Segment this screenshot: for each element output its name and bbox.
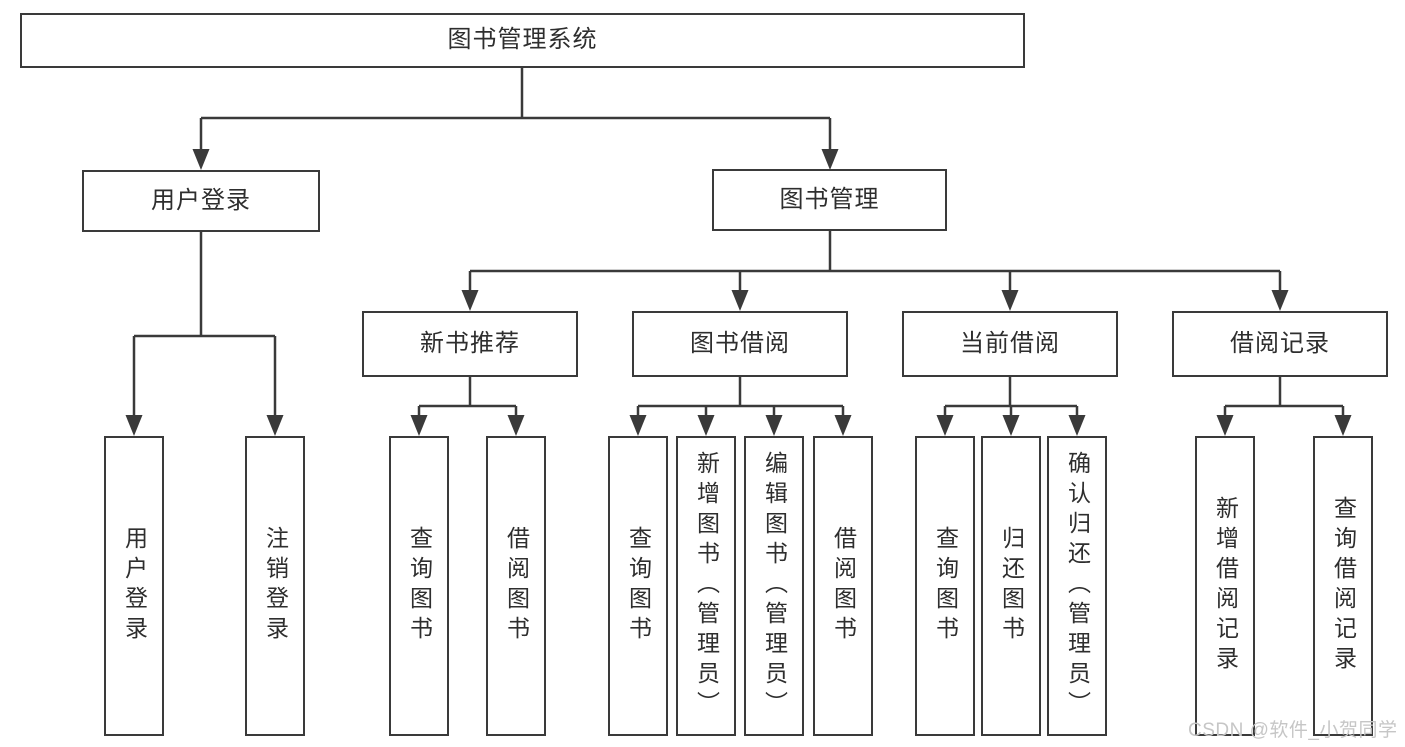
leaf-newbook-borrow: 借阅图书 [486, 436, 546, 736]
node-new-book-recommend: 新书推荐 [362, 311, 578, 377]
leaf-current-confirm-admin: 确认归还（管理员） [1047, 436, 1107, 736]
leaf-records-add-label: 新增借阅记录 [1212, 496, 1239, 676]
leaf-records-query: 查询借阅记录 [1313, 436, 1373, 736]
leaf-borrow-add-admin-label: 新增图书（管理员） [693, 451, 720, 721]
leaf-borrow-query: 查询图书 [608, 436, 668, 736]
leaf-newbook-query: 查询图书 [389, 436, 449, 736]
leaf-user-login: 用户登录 [104, 436, 164, 736]
leaf-newbook-borrow-label: 借阅图书 [503, 526, 530, 646]
node-user-login-label: 用户登录 [151, 186, 251, 214]
leaf-current-return-label: 归还图书 [998, 526, 1025, 646]
node-current-borrow-label: 当前借阅 [960, 329, 1060, 357]
arrowheads [125, 149, 1352, 436]
leaf-records-add: 新增借阅记录 [1195, 436, 1255, 736]
leaf-newbook-query-label: 查询图书 [406, 526, 433, 646]
node-book-management: 图书管理 [712, 169, 947, 231]
node-root: 图书管理系统 [20, 13, 1025, 68]
node-borrow-records: 借阅记录 [1172, 311, 1388, 377]
leaf-borrow-borrow: 借阅图书 [813, 436, 873, 736]
node-book-borrow: 图书借阅 [632, 311, 848, 377]
leaf-current-query-label: 查询图书 [932, 526, 959, 646]
leaf-current-query: 查询图书 [915, 436, 975, 736]
node-book-management-label: 图书管理 [779, 185, 880, 213]
node-root-label: 图书管理系统 [447, 26, 598, 54]
node-user-login: 用户登录 [82, 170, 320, 232]
leaf-borrow-add-admin: 新增图书（管理员） [676, 436, 736, 736]
leaf-logout-label: 注销登录 [262, 526, 289, 646]
leaf-current-return: 归还图书 [981, 436, 1041, 736]
leaf-borrow-borrow-label: 借阅图书 [830, 526, 857, 646]
node-book-borrow-label: 图书借阅 [690, 329, 790, 357]
leaf-current-confirm-admin-label: 确认归还（管理员） [1064, 451, 1091, 721]
leaf-logout: 注销登录 [245, 436, 305, 736]
node-current-borrow: 当前借阅 [902, 311, 1118, 377]
leaf-borrow-query-label: 查询图书 [625, 526, 652, 646]
leaf-records-query-label: 查询借阅记录 [1330, 496, 1357, 676]
leaf-borrow-edit-admin: 编辑图书（管理员） [744, 436, 804, 736]
leaf-borrow-edit-admin-label: 编辑图书（管理员） [761, 451, 788, 721]
leaf-user-login-label: 用户登录 [121, 526, 148, 646]
node-new-book-recommend-label: 新书推荐 [420, 329, 520, 357]
node-borrow-records-label: 借阅记录 [1230, 329, 1330, 357]
